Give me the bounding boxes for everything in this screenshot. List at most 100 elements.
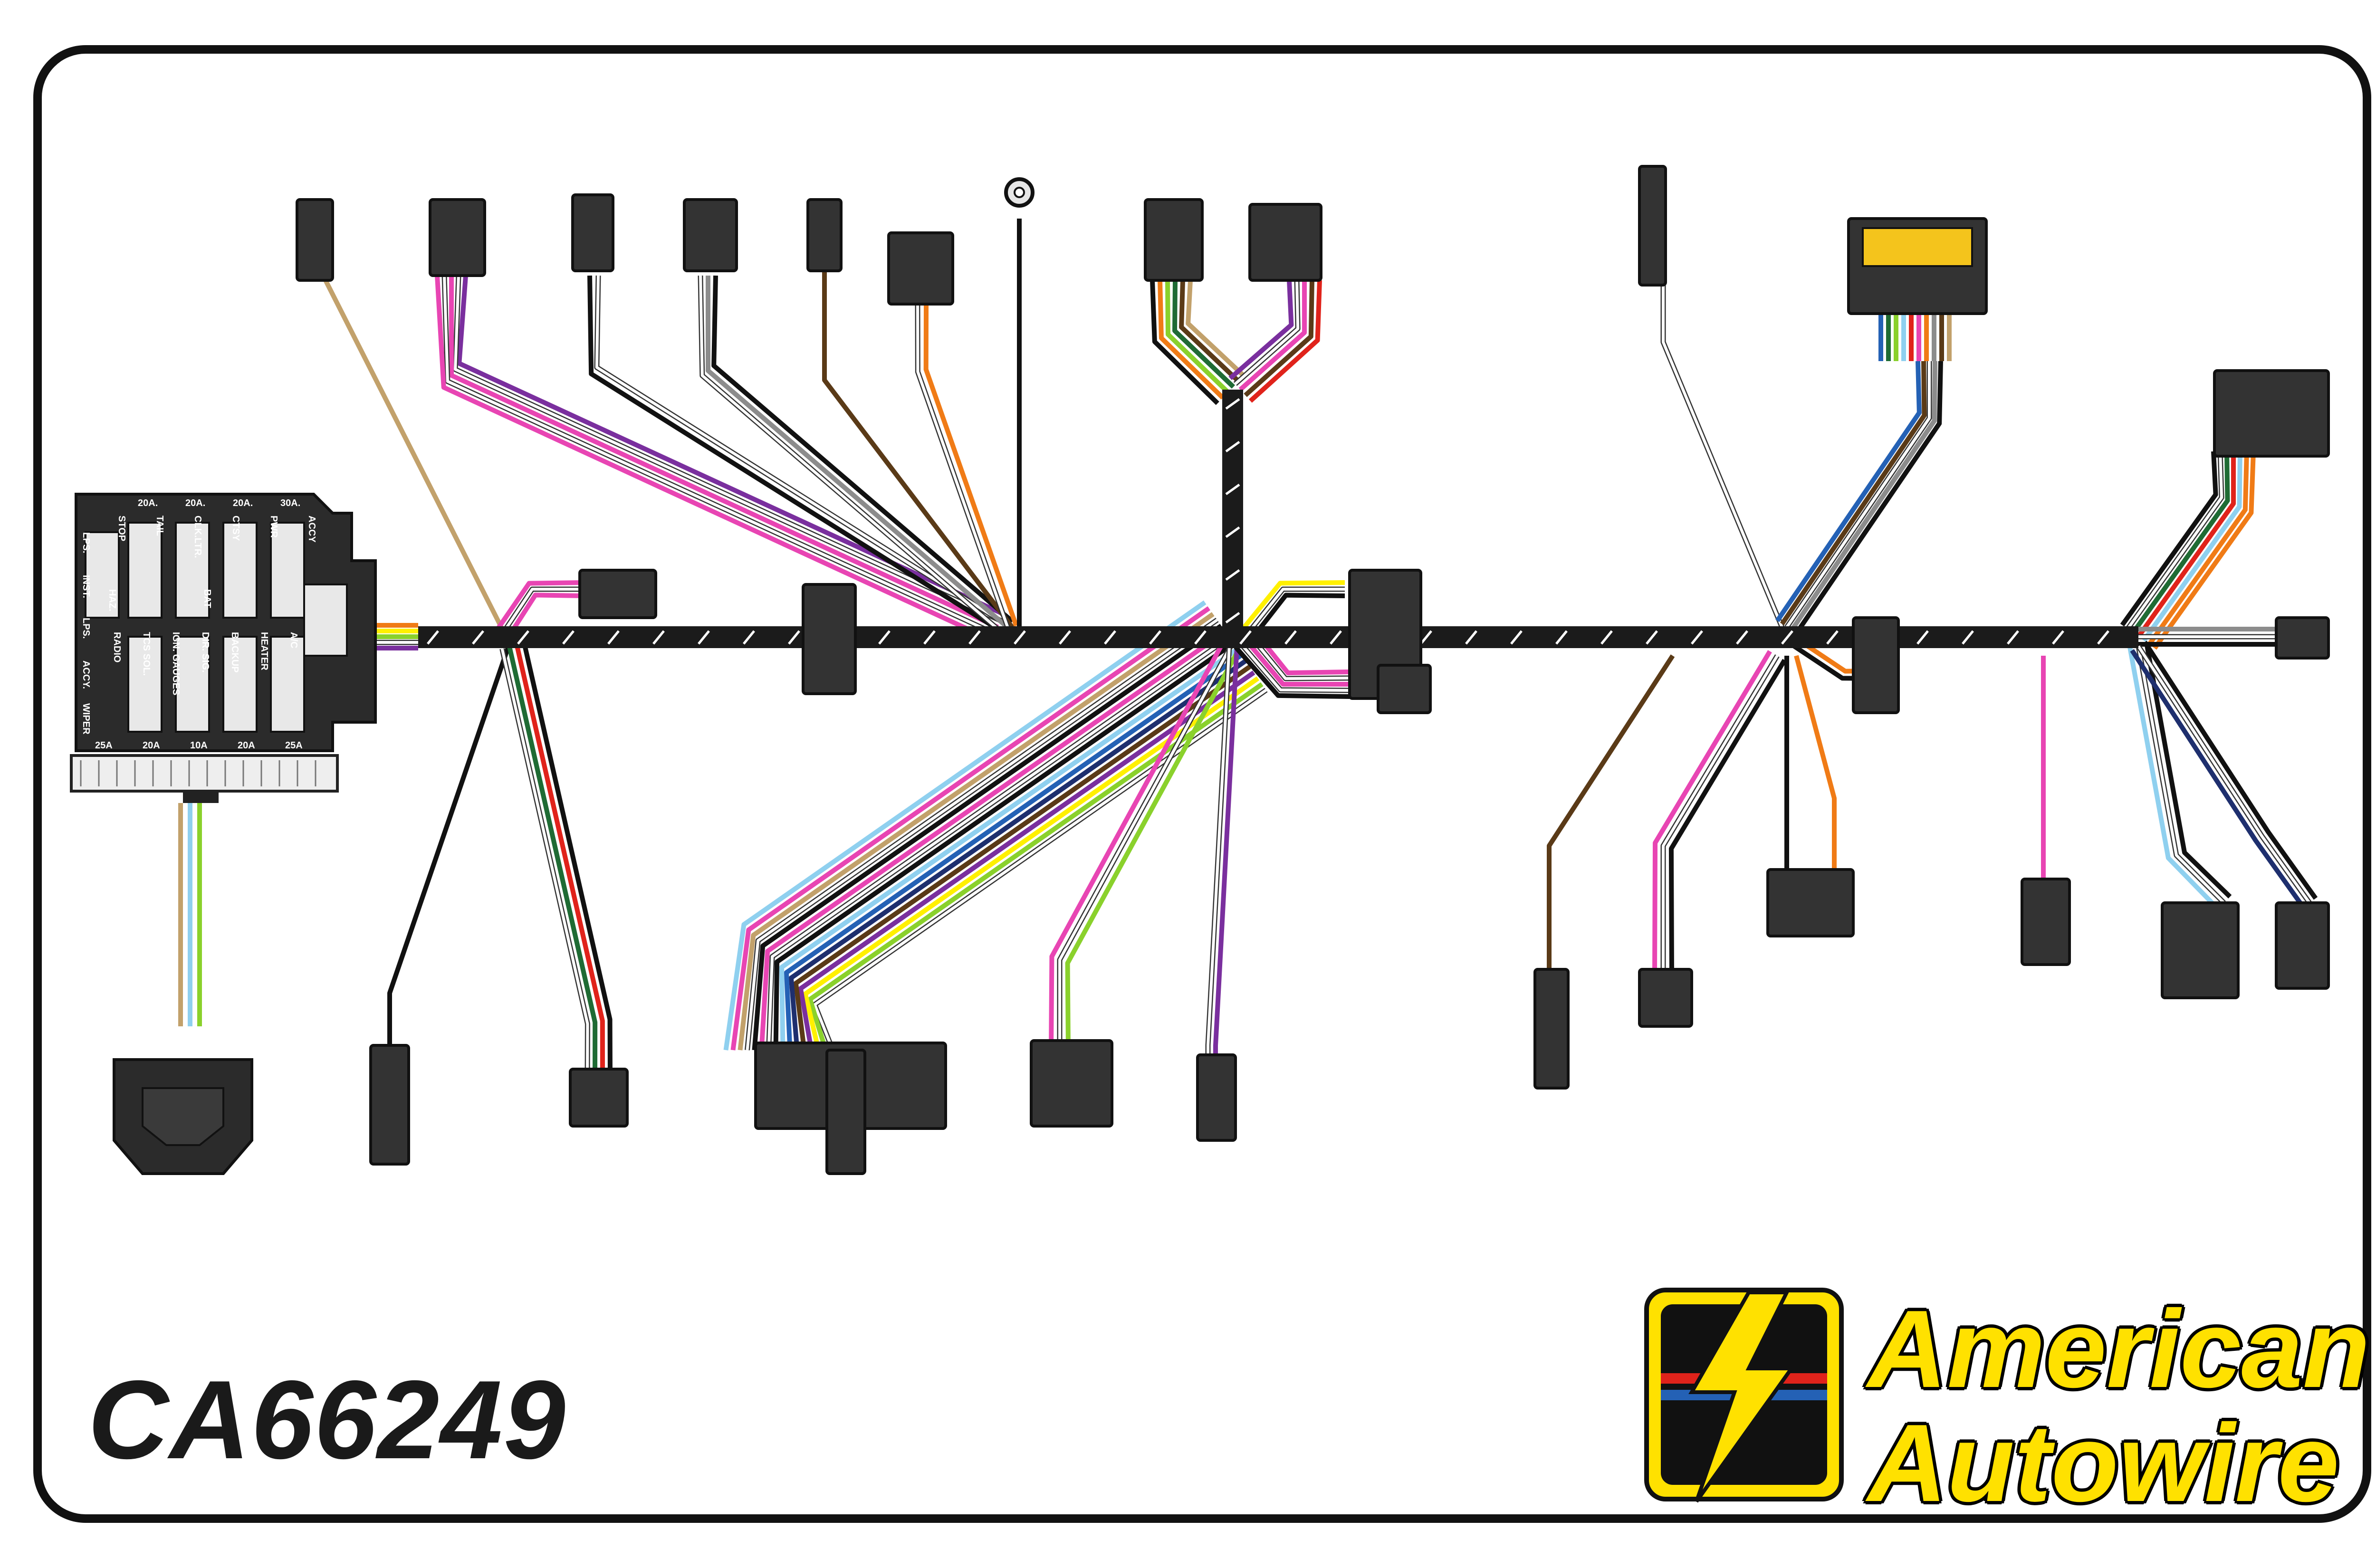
trunk-tape-mark: [1646, 630, 1658, 645]
wire-group: [178, 219, 2318, 1079]
trunk-tape-mark: [1225, 612, 1240, 624]
purple-branch-wire-0: [457, 275, 1005, 617]
connector-10: [802, 583, 857, 695]
trunk-tape-mark: [1781, 630, 1793, 645]
left-top-middle-branch-wire-2: [1172, 280, 1235, 389]
far-right-low-branch-wire-0: [2143, 641, 2318, 900]
far-right-mid-branch-wire-0: [2144, 644, 2232, 899]
fuse-bottom-label: TCS SOL.: [141, 632, 152, 676]
fuse-bottom-label: A/C: [288, 632, 299, 648]
fuse-slot: [127, 522, 163, 619]
fuse-slot: [85, 531, 120, 619]
connector-24: [2021, 878, 2071, 966]
connector-12: [1852, 616, 1900, 714]
fuse-slot: [303, 583, 348, 657]
center-fan-branch-wire-13: [738, 612, 1215, 1051]
purple-branch-wire-1: [454, 275, 1002, 622]
fuse-slot: [175, 636, 210, 733]
trunk-tape-mark: [1194, 630, 1207, 645]
brand-name-line2: Autowire: [1868, 1402, 2339, 1525]
far-right-top-branch-wire-4: [2131, 451, 2230, 634]
trunk-tape-mark: [652, 630, 665, 645]
fuse-top-rating: 30A.: [280, 498, 300, 508]
connector-1: [296, 198, 334, 282]
pink-lower-branch-wire-0: [1668, 659, 1787, 975]
far-right-top-branch-wire-3: [2136, 451, 2236, 638]
trunk-tape-mark: [472, 630, 484, 645]
fuse-side-label: INST.: [81, 575, 91, 598]
fuse-slot: [270, 522, 305, 619]
connector-9: [578, 569, 657, 619]
left-top-middle-branch-wire-4: [1158, 280, 1225, 400]
yellow-branch-wire-2: [1248, 593, 1345, 642]
fuse-slot: [270, 636, 305, 733]
red-green-branch-wire-0: [522, 643, 613, 1079]
trunk-tape-mark: [1826, 630, 1839, 645]
fuse-side-label: WIPER: [81, 703, 91, 735]
orange-branch-wire-0: [923, 304, 1019, 627]
ribbon-top-right-branch-wire-4: [1775, 361, 1922, 622]
fuse-slot: [127, 636, 163, 733]
connector-15: [2275, 616, 2330, 660]
harness-trunk: [418, 390, 2138, 648]
trunk-tape-mark: [1555, 630, 1568, 645]
fuse-bottom-label: DIR. SIG.: [200, 632, 211, 673]
brand-name: American Autowire: [1868, 1292, 2370, 1520]
lower-left-connector: [113, 1058, 253, 1175]
lime-pink-branch-wire-1: [1058, 645, 1232, 1050]
center-fan-branch-wire-12: [746, 619, 1218, 1051]
connector-4: [683, 198, 738, 272]
gray-branch-wire-2: [699, 275, 1004, 634]
connector-16: [369, 1044, 410, 1166]
far-right-low-branch-wire-2: [2130, 649, 2306, 909]
far-right-mid-branch-wire-2: [2127, 647, 2220, 911]
fuse-bottom-rating: 20A: [143, 740, 160, 751]
fuse-bottom-label: HEATER: [259, 632, 269, 670]
trunk-tape-mark: [1239, 630, 1252, 645]
trunk-tape-mark: [1736, 630, 1748, 645]
trunk-tape-mark: [2052, 630, 2064, 645]
connector-26: [2275, 901, 2330, 990]
brown-lower-branch-wire-0: [1547, 654, 1675, 974]
fuse-side-label: LPS.: [81, 532, 91, 553]
fuse-strip: [80, 760, 316, 786]
center-fan-branch-wire-7: [779, 647, 1239, 1051]
lightning-bolt-icon: [1688, 1291, 1795, 1503]
trunk-tape-mark: [2097, 630, 2109, 645]
brown-branch-wire-0: [822, 271, 1014, 629]
connector-25: [2161, 901, 2240, 999]
far-right-top-branch-wire-5: [2126, 451, 2223, 630]
ribbon-top-right-branch-wire-1: [1789, 361, 1937, 632]
far-right-top-branch-wire-1: [2147, 451, 2249, 646]
white-top-right-branch-wire-0: [1662, 276, 1783, 628]
connector-3: [571, 193, 614, 272]
center-fan-branch-wire-0: [813, 688, 1267, 1051]
fuse-slot: [222, 522, 258, 619]
connector-17: [569, 1068, 629, 1128]
pink-lower-branch-wire-1: [1662, 655, 1779, 974]
far-right-low-branch-wire-1: [2137, 645, 2311, 904]
connector-2: [429, 198, 486, 277]
fuse-misc-label: BAT: [202, 589, 212, 608]
brand-logo: [1644, 1288, 1844, 1503]
trunk-tape-mark: [1465, 630, 1477, 645]
trunk-tape-mark: [1104, 630, 1116, 645]
right-top-middle-branch-wire-4: [1228, 280, 1294, 380]
fuse-slots: [85, 522, 348, 733]
ribbon-top-right-branch-wire-3: [1780, 361, 1927, 626]
pink-short-branch-wire-0: [496, 580, 585, 630]
fuse-top-label: CLK.LTR.: [192, 516, 203, 558]
trunk-tape-mark: [1330, 630, 1342, 645]
gray-branch-wire-1: [706, 276, 1009, 629]
center-fan-branch-wire-3: [798, 670, 1255, 1051]
trunk-tape-mark: [1600, 630, 1613, 645]
center-fan-branch-wire-1: [807, 682, 1264, 1051]
center-fan-branch-wire-11: [752, 623, 1223, 1051]
fuse-top-label: PWR: [268, 516, 279, 538]
trunk-tape-mark: [517, 630, 529, 645]
connector-14: [2213, 369, 2330, 458]
fuse-misc-label: HAZ.: [107, 589, 117, 612]
trunk-tape-mark: [878, 630, 891, 645]
